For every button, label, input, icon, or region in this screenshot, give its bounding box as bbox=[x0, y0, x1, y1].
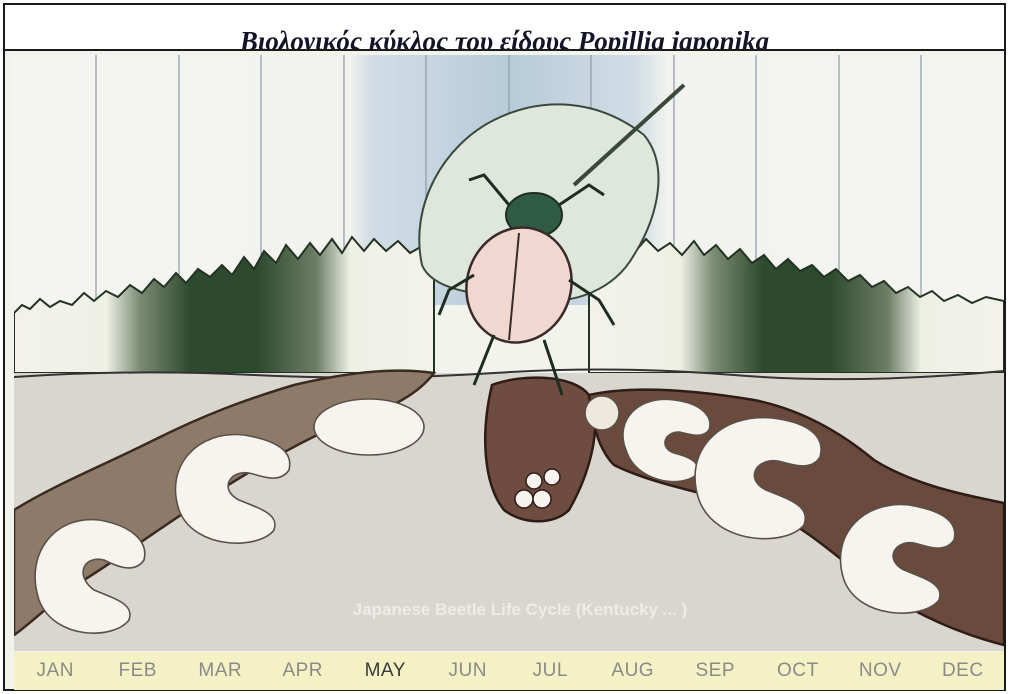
small-larva-aug bbox=[585, 396, 619, 430]
month-label-jan: JAN bbox=[14, 652, 97, 690]
month-label-dec: DEC bbox=[922, 652, 1005, 690]
life-cycle-illustration bbox=[14, 55, 1004, 651]
month-label-jun: JUN bbox=[427, 652, 510, 690]
month-label-apr: APR bbox=[262, 652, 345, 690]
month-label-mar: MAR bbox=[179, 652, 262, 690]
month-label-feb: FEB bbox=[97, 652, 180, 690]
month-label-nov: NOV bbox=[839, 652, 922, 690]
month-label-sep: SEP bbox=[674, 652, 757, 690]
month-label-may: MAY bbox=[344, 652, 427, 690]
prepupa-may bbox=[314, 399, 424, 455]
month-label-jul: JUL bbox=[509, 652, 592, 690]
watermark-text: Japanese Beetle Life Cycle (Kentucky ...… bbox=[230, 600, 810, 620]
title-bar: Βιολογικός κύκλος του είδους Popillia ja… bbox=[3, 3, 1006, 51]
figure-title: Βιολογικός κύκλος του είδους Popillia ja… bbox=[240, 28, 769, 51]
month-label-aug: AUG bbox=[592, 652, 675, 690]
month-axis: JAN FEB MAR APR MAY JUN JUL AUG SEP OCT … bbox=[14, 652, 1004, 690]
month-label-oct: OCT bbox=[757, 652, 840, 690]
